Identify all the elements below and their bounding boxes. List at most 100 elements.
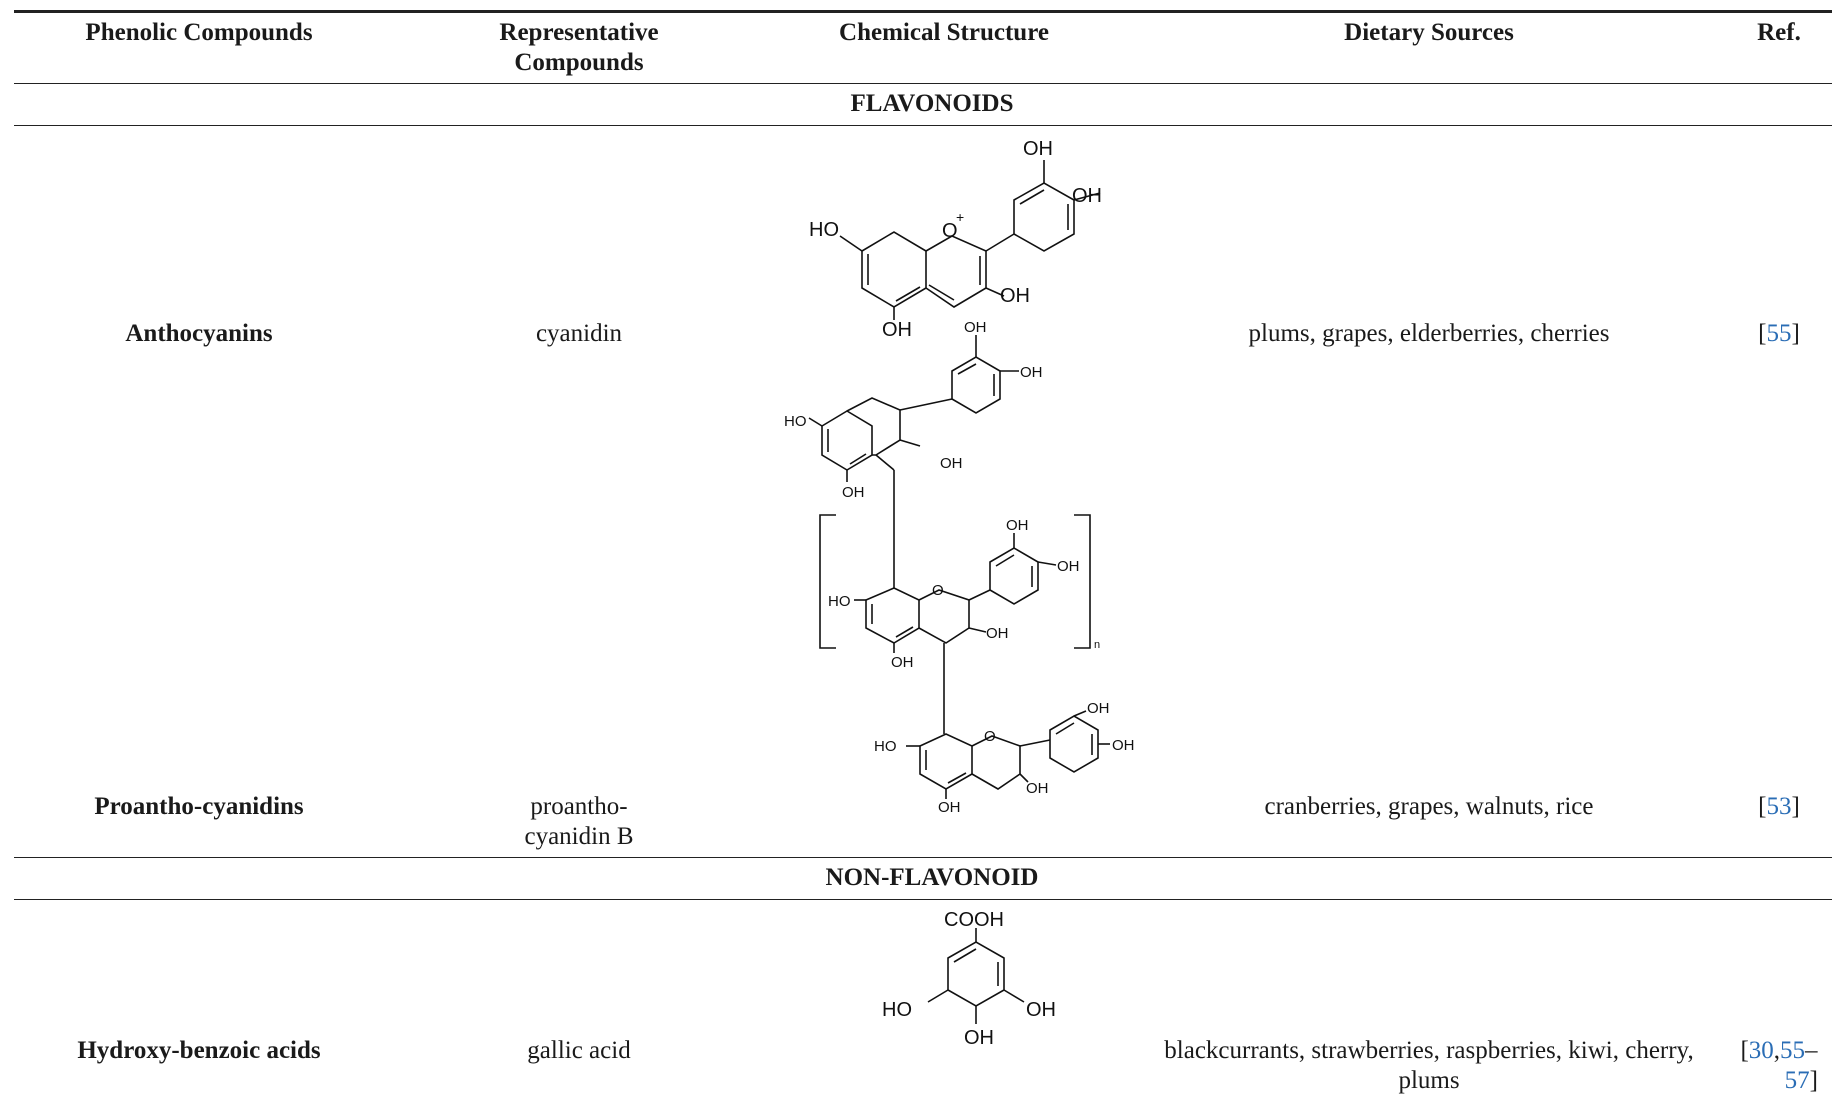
pc-bond <box>957 363 977 375</box>
pc-top-ho: HO <box>784 413 807 430</box>
flavonoids-bottom-rule <box>14 125 1832 127</box>
pc-bond <box>1073 710 1087 717</box>
gallic-ho: HO <box>882 999 912 1021</box>
ref-link-a[interactable]: 30 <box>1748 1037 1774 1064</box>
cyanidin-bond <box>839 235 863 252</box>
pc-bot-oxygen: O <box>984 728 996 745</box>
pc-bond <box>968 627 987 633</box>
gallic-acid-structure: COOH HO OH OH <box>882 909 1056 1049</box>
row-anthocyanins-sources: plums, grapes, elderberries, cherries <box>1248 320 1610 347</box>
cyanidin-oh-top: OH <box>1023 138 1053 160</box>
gallic-cooh: COOH <box>944 909 1004 931</box>
row-proanthocyanidins-phenolic: Proantho-cyanidins <box>94 793 304 820</box>
pc-top-ring-c <box>846 397 901 456</box>
cyanidin-bond <box>928 284 955 301</box>
gallic-bond <box>1003 989 1025 1003</box>
sources-line1: blackcurrants, strawberries, raspberries… <box>1164 1037 1694 1064</box>
cyanidin-ring-c <box>925 235 987 308</box>
cyanidin-oh-c3: OH <box>1000 285 1030 307</box>
ref-separator: , <box>1773 1037 1781 1064</box>
pc-bond <box>1055 722 1075 735</box>
gallic-oh-right: OH <box>1026 999 1056 1021</box>
ref-link-b[interactable]: 55 <box>1780 1037 1806 1064</box>
cyanidin-oxygen: O <box>942 220 958 242</box>
pc-mid-ring-c <box>918 589 970 644</box>
pc-bot-ring-c <box>971 735 1021 790</box>
compound-table: Phenolic Compounds Representative Compou… <box>14 0 1832 1097</box>
gallic-bond <box>927 989 949 1003</box>
pc-bond <box>899 439 921 447</box>
ref-line2: 57] <box>1734 1066 1824 1096</box>
gallic-bond <box>953 948 977 963</box>
ref-link-c[interactable]: 57 <box>1784 1067 1810 1094</box>
header-representative-line2: Compounds <box>514 49 644 76</box>
gallic-oh-bottom: OH <box>964 1027 994 1049</box>
pc-mid-ho: HO <box>828 593 851 610</box>
pc-mid-oxygen: O <box>932 582 944 599</box>
row-hydroxybenzoic-sources: blackcurrants, strawberries, raspberries… <box>1124 1036 1734 1096</box>
table-top-rule <box>14 10 1832 13</box>
representative-line2: cyanidin B <box>524 823 634 850</box>
non-flavonoid-top-rule <box>14 857 1832 859</box>
header-sources: Dietary Sources <box>1344 19 1514 46</box>
pc-top-oh-2: OH <box>1020 364 1043 381</box>
pc-bond <box>947 772 967 784</box>
pc-bracket-left <box>819 514 836 649</box>
ref-line1: [30,55– <box>1734 1036 1824 1066</box>
proanthocyanidin-structure: OH OH OH HO OH n O OH OH OH HO OH <box>784 319 1135 816</box>
row-anthocyanins-representative: cyanidin <box>535 320 623 347</box>
pc-bond <box>895 626 914 638</box>
header-representative-line1: Representative <box>499 19 659 46</box>
row-proanthocyanidins-ref: [53] <box>1734 792 1824 822</box>
pc-bot-ho: HO <box>874 738 897 755</box>
gallic-ring <box>947 941 1005 1007</box>
header-structure: Chemical Structure <box>839 19 1049 46</box>
header-ref: Ref. <box>1757 19 1801 46</box>
pc-top-oh-1: OH <box>964 319 987 336</box>
cyanidin-ho: HO <box>809 219 839 241</box>
section-flavonoids: FLAVONOIDS <box>850 90 1014 117</box>
representative-line1: proantho- <box>530 793 628 820</box>
ref-link[interactable]: 55 <box>1766 320 1792 347</box>
pc-bond <box>968 589 991 601</box>
ref-open-bracket: [ <box>1758 793 1767 820</box>
cyanidin-structure: OH OH OH OH HO O + <box>809 138 1102 341</box>
ref-close-bracket: ] <box>1791 793 1800 820</box>
cyanidin-oh-right: OH <box>1072 185 1102 207</box>
pc-bond <box>1037 561 1057 566</box>
cyanidin-bond <box>1073 192 1101 201</box>
pc-bot-oh-4: OH <box>938 799 961 816</box>
header-bottom-rule <box>14 83 1832 85</box>
cyanidin-bond <box>1019 189 1045 205</box>
header-phenolic: Phenolic Compounds <box>85 19 313 46</box>
pc-mid-oh-3: OH <box>986 625 1009 642</box>
row-proanthocyanidins-representative: proantho- cyanidin B <box>414 792 744 852</box>
cyanidin-plus: + <box>956 209 964 225</box>
pc-mid-oh-2: OH <box>1057 558 1080 575</box>
pc-bond <box>899 398 953 411</box>
row-proanthocyanidins-sources: cranberries, grapes, walnuts, rice <box>1264 793 1594 820</box>
pc-top-oh-3: OH <box>940 455 963 472</box>
ref-open-bracket: [ <box>1758 320 1767 347</box>
non-flavonoid-bottom-rule <box>14 899 1832 901</box>
section-non-flavonoid: NON-FLAVONOID <box>825 864 1039 891</box>
pc-mid-oh-4: OH <box>891 654 914 671</box>
pc-bond <box>808 417 823 427</box>
pc-bond <box>1019 773 1029 783</box>
pc-bond <box>995 554 1015 567</box>
ref-open-bracket: [ <box>1740 1037 1749 1064</box>
pc-bot-oh-2: OH <box>1112 737 1135 754</box>
sources-line2: plums <box>1398 1067 1460 1094</box>
ref-close-bracket: ] <box>1791 320 1800 347</box>
pc-top-oh-4: OH <box>842 484 865 501</box>
row-hydroxybenzoic-representative: gallic acid <box>527 1037 631 1064</box>
row-anthocyanins-ref: [55] <box>1734 319 1824 349</box>
pc-bot-oh-1: OH <box>1087 700 1110 717</box>
cyanidin-bond <box>895 286 921 302</box>
pc-bot-oh-3: OH <box>1026 780 1049 797</box>
row-hydroxybenzoic-ref: [30,55– 57] <box>1734 1036 1824 1096</box>
ref-close-bracket: ] <box>1809 1067 1818 1094</box>
row-anthocyanins-phenolic: Anthocyanins <box>125 320 273 347</box>
row-hydroxybenzoic-phenolic: Hydroxy-benzoic acids <box>77 1037 321 1064</box>
ref-link[interactable]: 53 <box>1766 793 1792 820</box>
